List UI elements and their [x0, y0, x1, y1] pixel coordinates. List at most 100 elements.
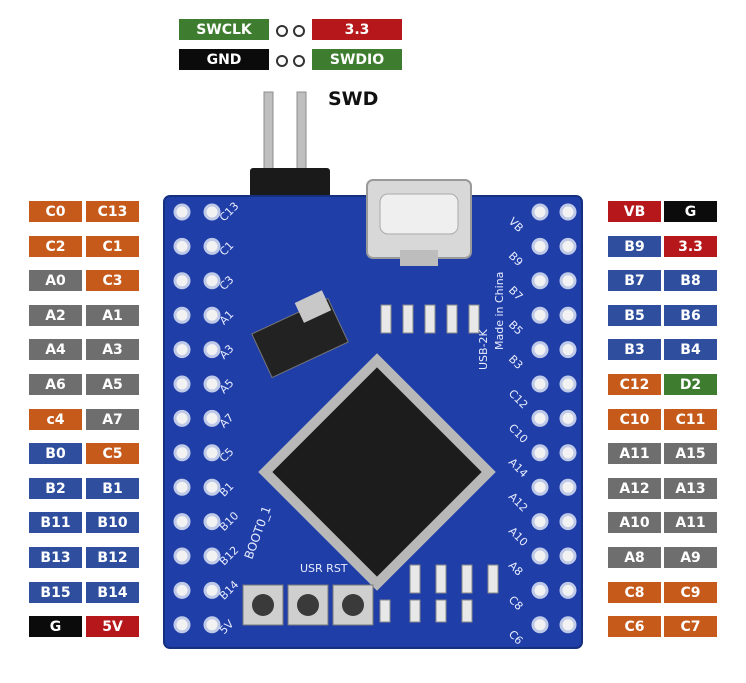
swd-pin-gnd: GND [178, 48, 270, 71]
pin-hole [173, 272, 191, 290]
right-pin-label: A11 [607, 442, 662, 466]
right-pin-label: C12 [607, 373, 662, 396]
left-pin-label: C0 [28, 200, 83, 223]
pin-hole [531, 478, 549, 496]
left-pin-label: B15 [28, 580, 83, 604]
pin-hole [531, 581, 549, 599]
left-pin-label: C3 [85, 269, 140, 293]
left-pin-label: B0 [28, 442, 83, 466]
left-pin-label: B1 [85, 476, 140, 500]
pin-hole [531, 203, 549, 221]
left-pin-label: A5 [85, 373, 140, 396]
regulator-icon [251, 290, 349, 379]
left-pin-label: A4 [28, 338, 83, 362]
left-pin-label: C13 [85, 200, 140, 223]
swd-pin-swclk: SWCLK [178, 18, 270, 41]
left-pin-label: A3 [85, 338, 140, 362]
left-pin-label: B2 [28, 476, 83, 500]
right-pin-label: B4 [663, 338, 718, 362]
right-pin-label: A13 [663, 476, 718, 500]
pin-hole [203, 375, 221, 393]
pin-hole [173, 341, 191, 359]
pin-hole [173, 513, 191, 531]
right-pin-label: B8 [663, 269, 718, 293]
pin-hole [559, 513, 577, 531]
pin-hole [203, 341, 221, 359]
right-pin-label: A12 [607, 476, 662, 500]
pin-hole [531, 306, 549, 324]
pin-hole [531, 513, 549, 531]
right-pin-label: A15 [663, 442, 718, 466]
pin-hole [559, 547, 577, 565]
swd-pin-label: SWDIO [329, 52, 385, 68]
pin-hole [559, 237, 577, 255]
pin-hole [531, 237, 549, 255]
right-pin-label: B3 [607, 338, 662, 362]
pin-hole [203, 272, 221, 290]
header-hole-icon [293, 55, 305, 67]
pin-hole [559, 581, 577, 599]
swd-pin-label: SWCLK [196, 22, 252, 38]
left-pin-label: B10 [85, 511, 140, 535]
left-pin-label: B13 [28, 546, 83, 569]
right-pin-label: D2 [663, 373, 718, 396]
left-pin-label: 5V [85, 615, 140, 639]
pin-hole [531, 341, 549, 359]
right-pin-label: A9 [663, 546, 718, 569]
right-pin-label: C11 [663, 407, 718, 431]
pin-hole [531, 444, 549, 462]
pin-hole [531, 409, 549, 427]
swd-pin-3v3: 3.3 [311, 18, 403, 41]
right-pin-label: B9 [607, 234, 662, 258]
right-pin-label: A8 [607, 546, 662, 569]
silkscreen-text: Made in China [493, 272, 506, 350]
header-hole-icon [276, 25, 288, 37]
swd-pin-label: 3.3 [344, 22, 370, 38]
silkscreen-text: USB-2K [477, 328, 490, 370]
left-pin-label: A2 [28, 303, 83, 327]
swd-pin-label: GND [206, 52, 242, 68]
pin-hole [173, 306, 191, 324]
right-pin-label: C8 [607, 580, 662, 604]
pin-hole [203, 237, 221, 255]
swd-pin-swdio: SWDIO [311, 48, 403, 71]
left-pin-holes [173, 203, 221, 634]
pin-hole [203, 616, 221, 634]
pin-hole [203, 478, 221, 496]
left-pin-label: G [28, 615, 83, 639]
pushbuttons [242, 584, 374, 626]
right-pin-label: B6 [663, 303, 718, 327]
left-pin-label: B11 [28, 511, 83, 535]
pin-hole [203, 547, 221, 565]
pin-hole [203, 409, 221, 427]
pin-hole [559, 306, 577, 324]
left-pin-label: A7 [85, 407, 140, 431]
right-pin-holes [531, 203, 577, 634]
left-pin-label: C5 [85, 442, 140, 466]
right-pin-label: C6 [607, 615, 662, 639]
pin-hole [173, 375, 191, 393]
pin-hole [173, 581, 191, 599]
pin-hole [531, 272, 549, 290]
pin-hole [559, 478, 577, 496]
pin-hole [559, 341, 577, 359]
left-pin-label: A1 [85, 303, 140, 327]
header-hole-icon [276, 55, 288, 67]
header-hole-icon [293, 25, 305, 37]
swd-header-pins [250, 91, 330, 243]
silkscreen-text: USR RST [300, 562, 348, 575]
pin-hole [531, 616, 549, 634]
pin-hole [173, 237, 191, 255]
pin-hole [203, 444, 221, 462]
right-pin-label: G [663, 200, 718, 223]
right-pin-label: VB [607, 200, 662, 223]
usb-connector-icon [366, 179, 472, 266]
right-pin-label: B7 [607, 269, 662, 293]
right-pin-label: A10 [607, 511, 662, 535]
pin-hole [203, 306, 221, 324]
swd-title: SWD [328, 88, 379, 110]
pin-hole [559, 203, 577, 221]
left-pin-label: A0 [28, 269, 83, 293]
pin-hole [559, 409, 577, 427]
